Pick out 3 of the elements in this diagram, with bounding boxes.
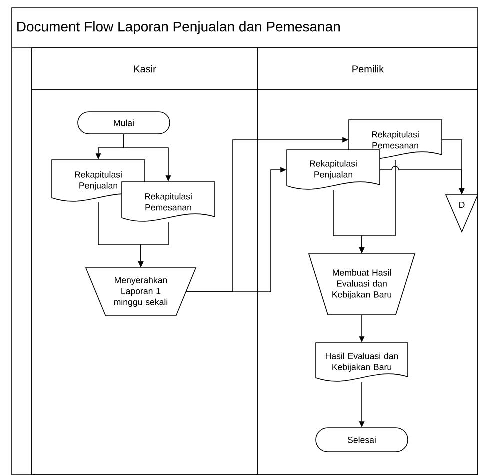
- diagram-title: Document Flow Laporan Penjualan dan Pemesanan: [18, 21, 340, 35]
- terminator: Selesai: [316, 428, 408, 452]
- terminator: Mulai: [78, 112, 170, 134]
